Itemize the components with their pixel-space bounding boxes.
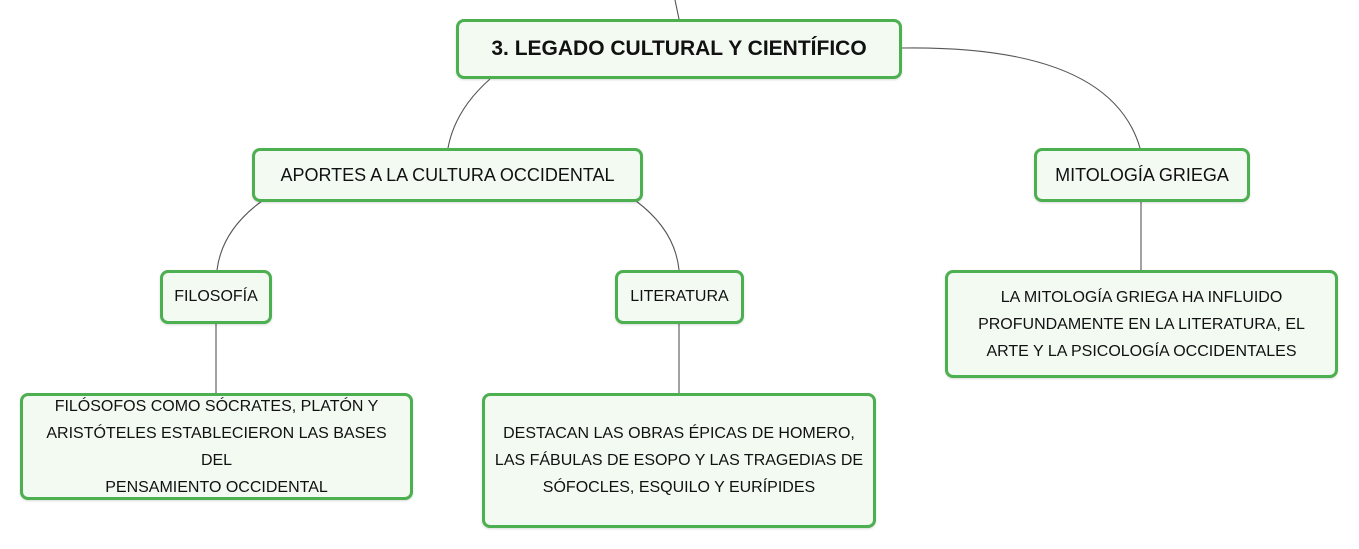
- filosofia-detail-line-2: ARISTÓTELES ESTABLECIERON LAS BASES DEL: [46, 424, 387, 469]
- literatura-detail-line-2: LAS FÁBULAS DE ESOPO Y LAS TRAGEDIAS DE: [494, 452, 864, 469]
- mitologia-detail-text: LA MITOLOGÍA GRIEGA HA INFLUIDO PROFUNDA…: [978, 284, 1305, 365]
- filosofia-detail-line-1: FILÓSOFOS COMO SÓCRATES, PLATÓN Y: [54, 397, 379, 415]
- connector-root-mitologia: [901, 47, 1141, 149]
- filosofia-detail-text: FILÓSOFOS COMO SÓCRATES, PLATÓN Y ARISTÓ…: [31, 393, 402, 501]
- filosofia-detail-line-3: PENSAMIENTO OCCIDENTAL: [105, 478, 328, 496]
- connector-incoming-root: [674, 0, 680, 20]
- literatura-node-label: LITERATURA: [630, 288, 729, 305]
- mitologia-detail-line-2: PROFUNDAMENTE EN LA LITERATURA, EL: [978, 315, 1305, 333]
- root-node-label: 3. LEGADO CULTURAL Y CIENTÍFICO: [491, 37, 867, 60]
- aportes-node[interactable]: APORTES A LA CULTURA OCCIDENTAL: [252, 148, 643, 202]
- connector-aportes-literatura: [635, 200, 680, 271]
- mitologia-detail-node[interactable]: LA MITOLOGÍA GRIEGA HA INFLUIDO PROFUNDA…: [945, 270, 1338, 378]
- filosofia-node-label: FILOSOFÍA: [174, 288, 258, 305]
- literatura-detail-node[interactable]: DESTACAN LAS OBRAS ÉPICAS DE HOMERO, LAS…: [482, 393, 876, 528]
- mitologia-detail-line-1: LA MITOLOGÍA GRIEGA HA INFLUIDO: [1000, 288, 1283, 306]
- mitologia-node-label: MITOLOGÍA GRIEGA: [1055, 164, 1229, 185]
- filosofia-detail-node[interactable]: FILÓSOFOS COMO SÓCRATES, PLATÓN Y ARISTÓ…: [20, 393, 413, 500]
- literatura-detail-line-1: DESTACAN LAS OBRAS ÉPICAS DE HOMERO,: [503, 425, 855, 442]
- root-node[interactable]: 3. LEGADO CULTURAL Y CIENTÍFICO: [456, 19, 902, 79]
- literatura-node[interactable]: LITERATURA: [615, 270, 744, 324]
- literatura-detail-text: DESTACAN LAS OBRAS ÉPICAS DE HOMERO, LAS…: [495, 420, 863, 501]
- connector-root-aportes: [447, 78, 491, 149]
- mitologia-node[interactable]: MITOLOGÍA GRIEGA: [1034, 148, 1250, 202]
- literatura-detail-line-3: SÓFOCLES, ESQUILO Y EURÍPIDES: [542, 479, 816, 496]
- filosofia-node[interactable]: FILOSOFÍA: [160, 270, 272, 324]
- aportes-node-label: APORTES A LA CULTURA OCCIDENTAL: [280, 164, 615, 185]
- connector-aportes-filosofia: [216, 200, 263, 271]
- mitologia-detail-line-3: ARTE Y LA PSICOLOGÍA OCCIDENTALES: [986, 342, 1297, 360]
